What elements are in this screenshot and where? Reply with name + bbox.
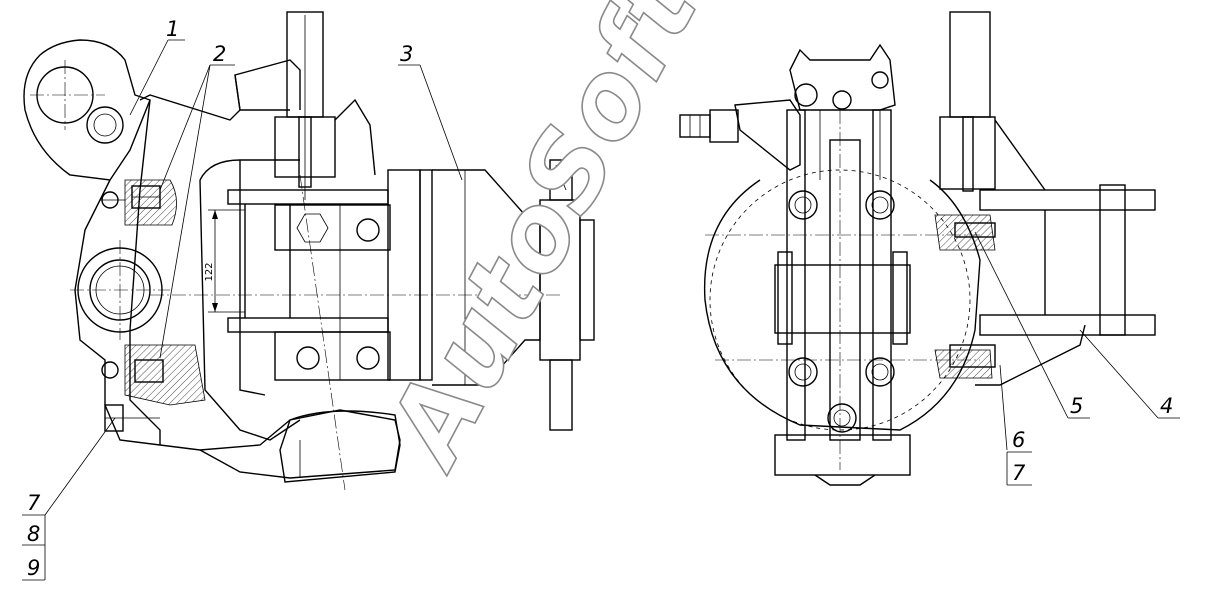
caliper-front-housing (703, 110, 981, 470)
top-bracket (679, 43, 896, 171)
callout-2: 2 (213, 42, 226, 66)
right-view (679, 11, 1156, 486)
vertical-arms (774, 109, 911, 486)
callouts: 1 2 3 7 8 9 5 4 6 7 (22, 17, 1180, 581)
callout-7-right: 7 (1012, 461, 1026, 485)
section-lower (101, 344, 206, 432)
callout-6: 6 (1012, 428, 1025, 452)
brake-chamber (150, 159, 595, 431)
pad-frame (227, 174, 391, 491)
guide-pin-left (274, 11, 376, 200)
dimension-122: 122 (204, 209, 245, 313)
dimension-label: 122 (204, 262, 215, 281)
left-view: 122 (23, 11, 595, 491)
callout-8: 8 (27, 522, 40, 546)
callout-3: 3 (400, 42, 413, 66)
watermark: AutoSoft (361, 0, 723, 488)
guide-pin-right (934, 11, 1046, 379)
callout-7-left: 7 (27, 491, 41, 515)
section-upper (100, 179, 177, 226)
callout-4: 4 (1160, 394, 1173, 418)
callout-5: 5 (1070, 394, 1083, 418)
callout-9: 9 (27, 556, 40, 580)
mounting-boss (70, 240, 170, 340)
callout-1: 1 (166, 17, 179, 41)
caliper-housing (74, 59, 401, 483)
right-frame (975, 184, 1156, 386)
lever-eye (23, 39, 151, 181)
